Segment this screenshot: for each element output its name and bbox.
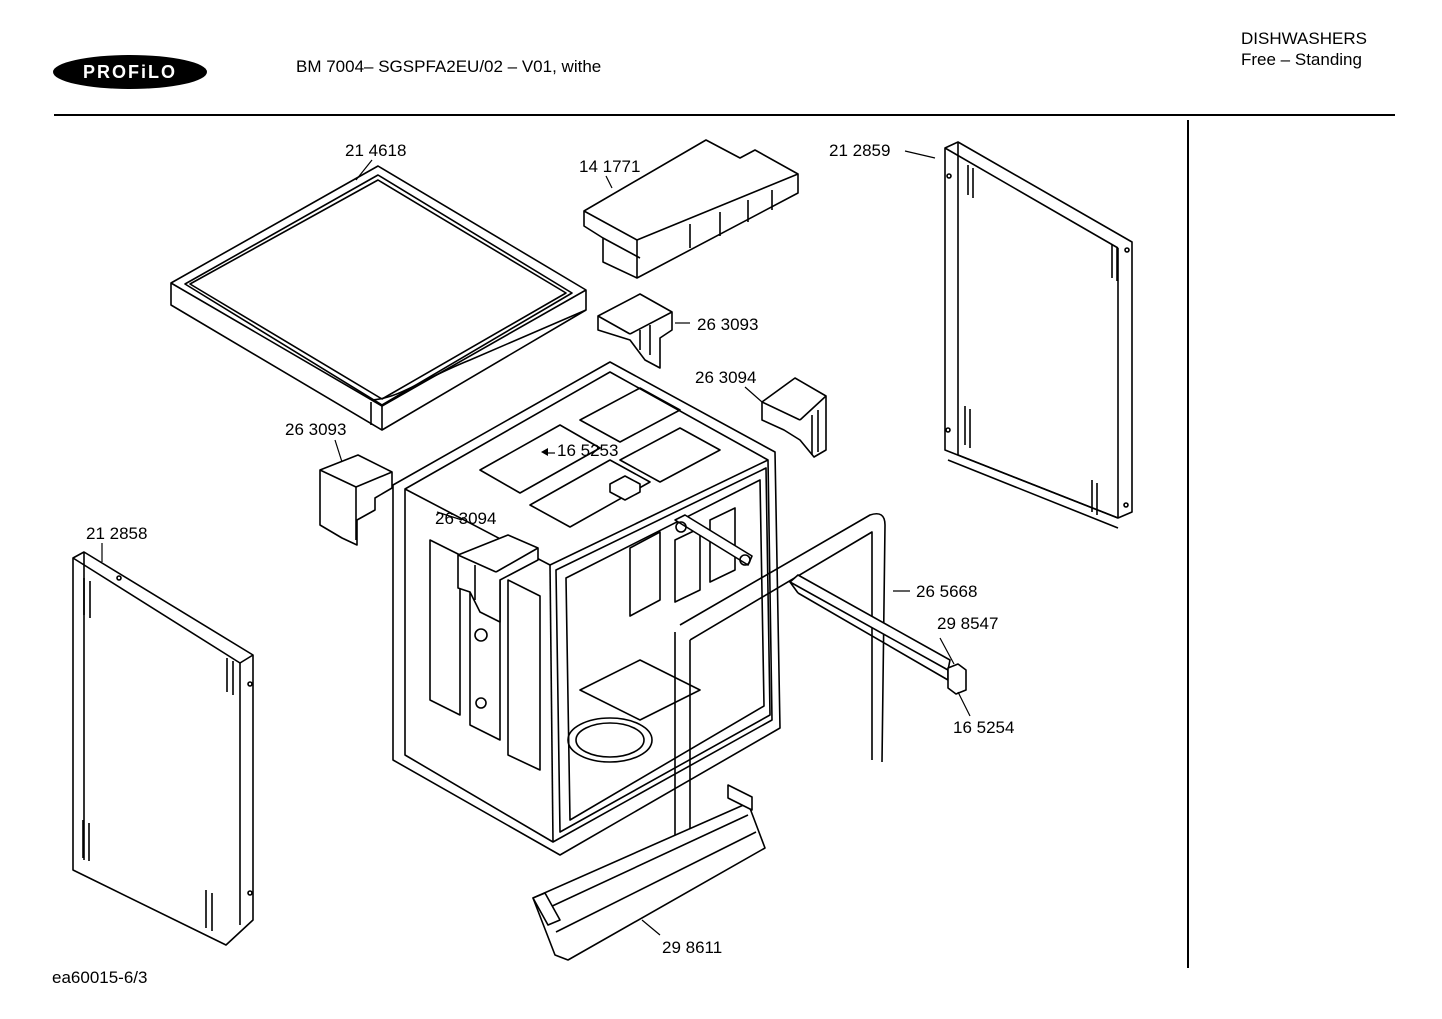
rail-part (790, 575, 950, 680)
part-label-hinge-left-lower: 26 3094 (435, 509, 497, 528)
part-label-base-strip: 29 8611 (662, 938, 723, 957)
rail-stop-part (948, 664, 966, 694)
side-divider (1187, 120, 1189, 968)
part-label-hinge-right-lower: 26 3094 (695, 368, 757, 387)
part-label-center-bracket: 16 5253 (557, 441, 619, 460)
hinge-left-lower-part (458, 535, 538, 622)
right-panel-part (945, 142, 1132, 528)
part-label-top-cover: 21 4618 (345, 141, 407, 160)
category-subtitle: Free – Standing (1241, 50, 1362, 69)
part-label-hinge-left-upper: 26 3093 (285, 420, 347, 439)
part-label-rail: 29 8547 (937, 614, 999, 633)
part-label-right-panel: 21 2859 (829, 141, 891, 160)
category-title: DISHWASHERS (1241, 29, 1367, 48)
pointer-arrow-icon (541, 448, 548, 456)
part-label-door-seal: 26 5668 (916, 582, 978, 601)
part-label-hinge-right-upper: 26 3093 (697, 315, 759, 334)
hinge-right-upper-part (598, 294, 672, 368)
logo-badge (53, 55, 207, 89)
left-panel-part (73, 552, 253, 945)
part-label-left-panel: 21 2858 (86, 524, 148, 543)
top-cover-part (171, 166, 586, 430)
base-strip-part (533, 785, 765, 960)
part-label-rail-stop: 16 5254 (953, 718, 1015, 737)
brand-name: PROFiLO (83, 62, 177, 82)
part-label-control-cover: 14 1771 (579, 157, 641, 176)
center-bracket-part (610, 476, 640, 500)
control-cover-part (584, 140, 798, 278)
leader-lines (102, 151, 970, 935)
brand-logo: PROFiLO (52, 54, 208, 90)
header-divider (54, 114, 1395, 116)
hinge-right-lower-part (762, 378, 826, 457)
model-title: BM 7004– SGSPFA2EU/02 – V01, withe (296, 57, 602, 76)
hinge-left-upper-part (320, 455, 392, 545)
drawing-code: ea60015-6/3 (52, 968, 148, 987)
tub-frame-part (393, 362, 780, 855)
rail-bracket-part (675, 515, 752, 565)
